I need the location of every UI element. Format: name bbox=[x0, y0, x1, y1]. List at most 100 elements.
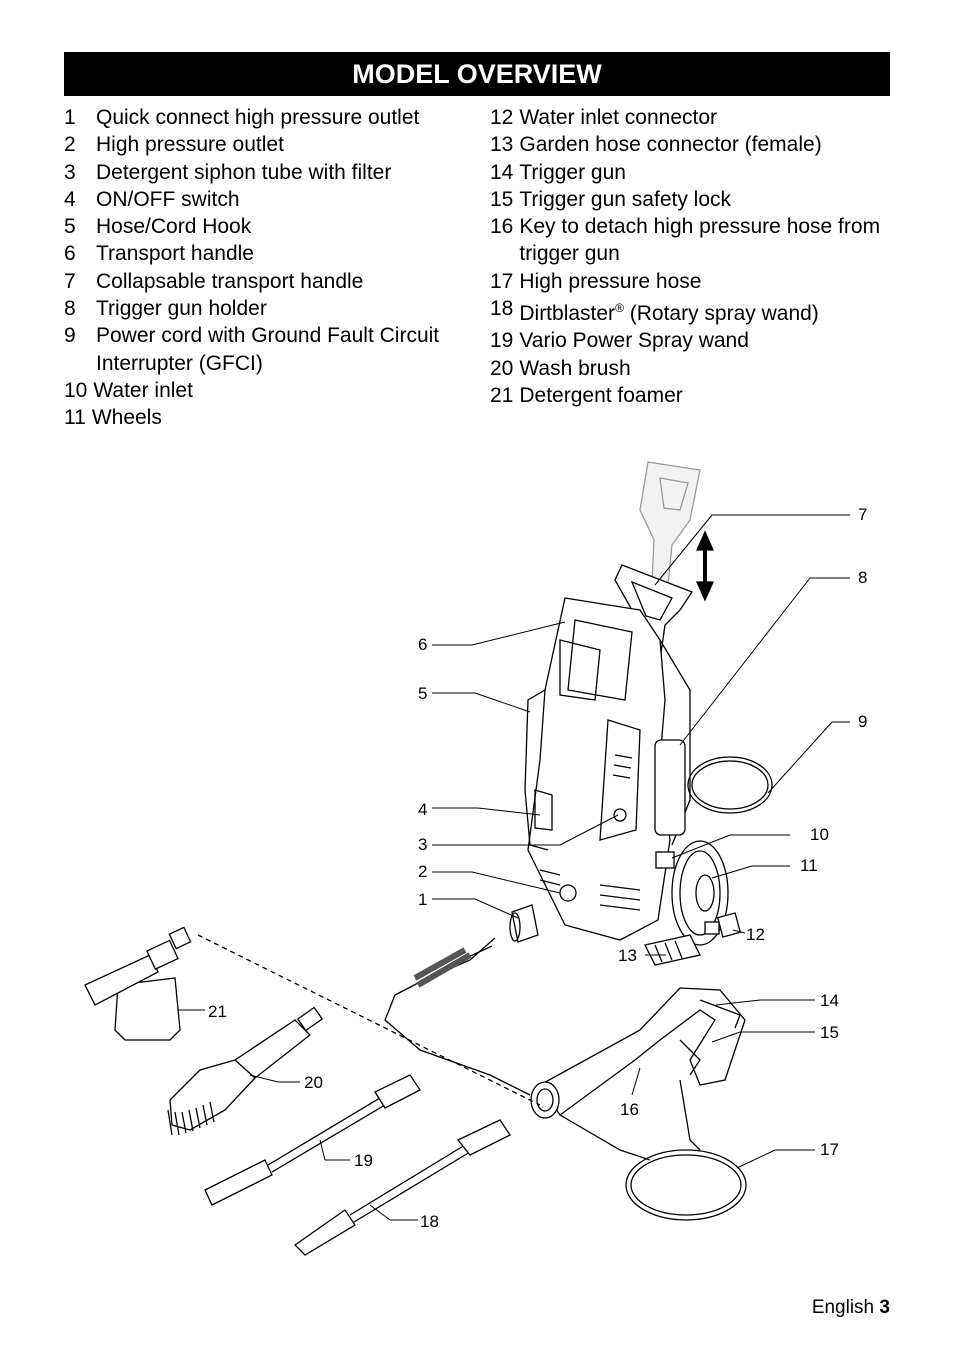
item-number: 15 bbox=[490, 187, 514, 211]
item-label: Dirtblaster® (Rotary spray wand) bbox=[519, 295, 890, 327]
item-label: Detergent siphon tube with filter bbox=[96, 160, 392, 184]
item-label: Trigger gun holder bbox=[96, 297, 267, 321]
vario-wand-drawing bbox=[204, 1074, 421, 1206]
callout-9: 9 bbox=[858, 712, 867, 731]
callout-6: 6 bbox=[418, 635, 427, 654]
item-number: 2 bbox=[64, 133, 76, 157]
callout-18: 18 bbox=[420, 1212, 439, 1231]
item-label: Trigger gun safety lock bbox=[519, 187, 732, 211]
callout-5: 5 bbox=[418, 684, 427, 703]
item-label: Water inlet connector bbox=[519, 106, 718, 129]
callout-4: 4 bbox=[418, 800, 427, 819]
callout-2: 2 bbox=[418, 862, 427, 881]
quick-connect-drawing bbox=[509, 904, 539, 943]
callout-10: 10 bbox=[810, 825, 829, 844]
item-label: Trigger gun bbox=[519, 160, 626, 184]
list-item: 4 ON/OFF switch bbox=[64, 186, 474, 213]
list-item: 3 Detergent siphon tube with filter bbox=[64, 159, 474, 186]
power-cord-drawing bbox=[687, 756, 773, 814]
item-number: 11 bbox=[64, 406, 86, 430]
item-number: 3 bbox=[64, 160, 76, 184]
item-number: 16 bbox=[490, 215, 514, 239]
item-number: 4 bbox=[64, 187, 76, 211]
list-item: 9 Power cord with Ground Fault Circuit In… bbox=[64, 322, 474, 377]
item-label: ON/OFF switch bbox=[96, 187, 240, 211]
wash-brush-drawing bbox=[167, 1006, 324, 1136]
item-label: Vario Power Spray wand bbox=[519, 329, 749, 353]
callout-15: 15 bbox=[820, 1023, 839, 1042]
callout-labels: 1 2 3 4 5 6 7 8 9 10 11 12 13 14 15 16 1… bbox=[208, 505, 867, 1231]
callout-19: 19 bbox=[354, 1151, 373, 1170]
callout-17: 17 bbox=[820, 1140, 839, 1159]
item-label-main: Dirtblaster bbox=[519, 302, 616, 326]
callout-20: 20 bbox=[304, 1073, 323, 1092]
item-number: 21 bbox=[490, 383, 514, 407]
item-number: 14 bbox=[490, 160, 514, 184]
list-item: 2 High pressure outlet bbox=[64, 131, 474, 158]
item-label: Detergent foamer bbox=[519, 383, 683, 407]
item-label: Key to detach high pressure hose from tr… bbox=[519, 215, 881, 266]
item-label-rest: (Rotary spray wand) bbox=[623, 302, 819, 326]
item-number: 13 bbox=[490, 133, 514, 157]
item-label: Power cord with Ground Fault Circuit Int… bbox=[96, 324, 440, 375]
item-number: 20 bbox=[490, 356, 514, 380]
item-number: 7 bbox=[64, 269, 76, 293]
item-label: Wheels bbox=[91, 406, 162, 430]
item-number: 10 bbox=[64, 378, 88, 402]
footer-language: English bbox=[811, 1297, 875, 1318]
item-label: Garden hose connector (female) bbox=[519, 133, 822, 157]
callout-16: 16 bbox=[620, 1100, 639, 1119]
item-number: 19 bbox=[490, 329, 514, 353]
item-label: Wash brush bbox=[519, 356, 631, 380]
double-arrow-icon bbox=[695, 530, 715, 602]
item-label: Transport handle bbox=[96, 242, 254, 266]
item-number: 9 bbox=[64, 324, 76, 348]
detergent-foamer-drawing bbox=[84, 926, 192, 1041]
callout-1: 1 bbox=[418, 890, 427, 909]
item-number: 5 bbox=[64, 215, 76, 239]
page-number: 3 bbox=[879, 1297, 890, 1318]
page-title: MODEL OVERVIEW bbox=[64, 52, 890, 96]
high-pressure-hose-drawing bbox=[384, 937, 747, 1221]
washer-body-drawing bbox=[524, 597, 691, 941]
item-label: High pressure hose bbox=[519, 269, 702, 293]
list-item: 1 Quick connect high pressure outlet bbox=[64, 104, 474, 131]
callout-7: 7 bbox=[858, 505, 867, 524]
item-number: 18 bbox=[490, 297, 514, 321]
item-label: Water inlet bbox=[93, 378, 193, 402]
pressure-washer-diagram: 1 2 3 4 5 6 7 8 9 10 11 12 13 14 15 16 1… bbox=[84, 461, 867, 1256]
item-label: Hose/Cord Hook bbox=[96, 215, 252, 239]
item-label: Quick connect high pressure outlet bbox=[96, 106, 420, 129]
dirtblaster-wand-drawing bbox=[293, 1119, 511, 1256]
callout-3: 3 bbox=[418, 835, 427, 854]
trigger-gun-drawing bbox=[530, 987, 746, 1119]
item-label: High pressure outlet bbox=[96, 133, 284, 157]
dashed-guide-line bbox=[197, 934, 541, 1106]
item-number: 17 bbox=[490, 269, 514, 293]
page-footer: English 3 bbox=[812, 1297, 890, 1319]
callout-14: 14 bbox=[820, 991, 839, 1010]
list-item: 8 Trigger gun holder bbox=[64, 295, 474, 322]
callout-13: 13 bbox=[618, 946, 637, 965]
leader-lines bbox=[178, 514, 850, 1221]
item-number: 1 bbox=[64, 106, 76, 129]
water-inlet-connectors-drawing bbox=[644, 851, 742, 966]
callout-21: 21 bbox=[208, 1002, 227, 1021]
registered-mark: ® bbox=[615, 301, 624, 316]
callout-11: 11 bbox=[800, 856, 818, 875]
item-number: 8 bbox=[64, 297, 76, 321]
